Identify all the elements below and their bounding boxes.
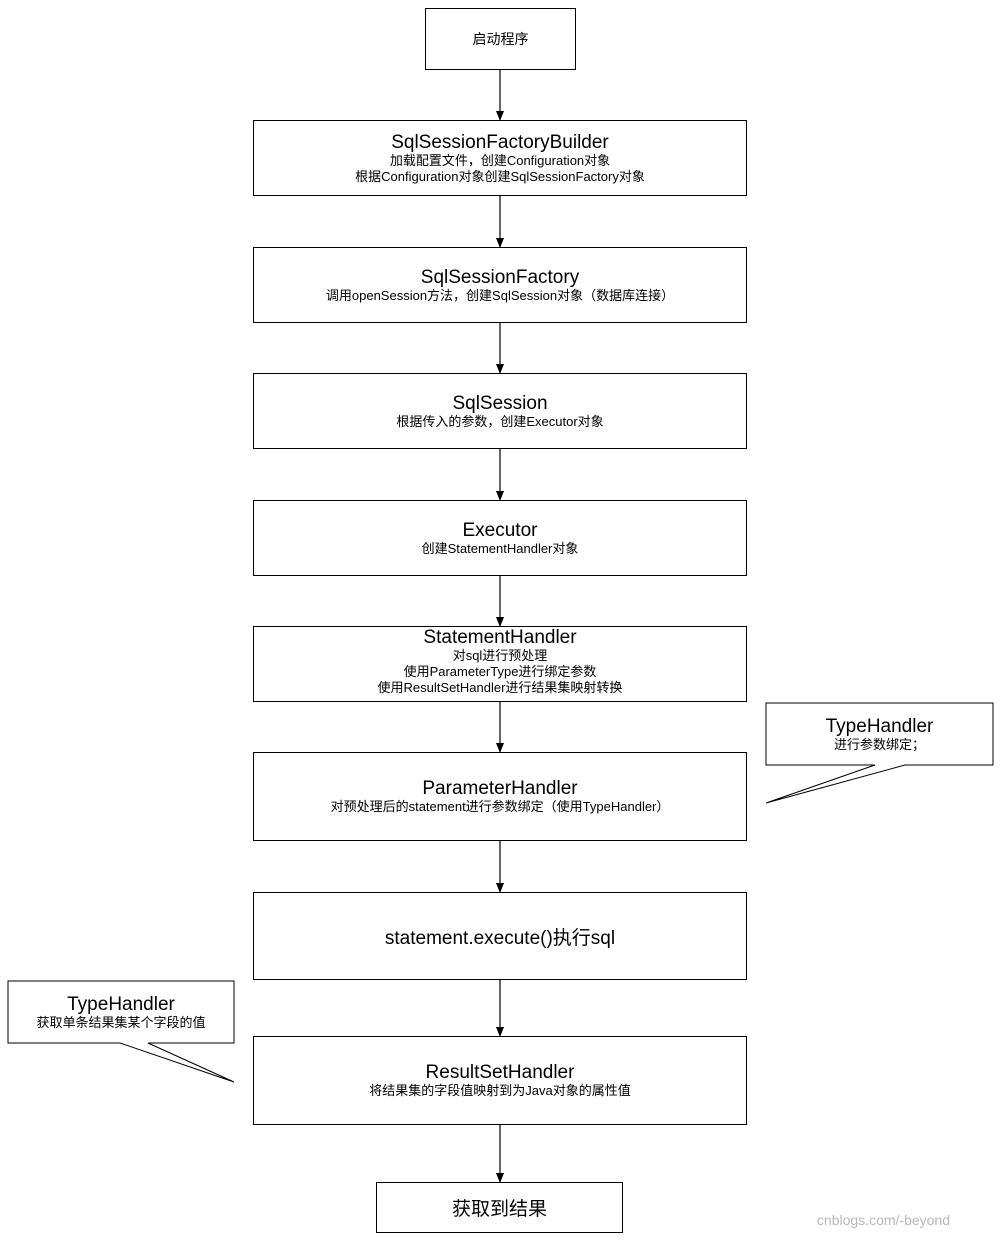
node-statement-execute-title: statement.execute()执行sql	[384, 927, 616, 949]
node-sqlsessionfactory-line-1: 调用openSession方法，创建SqlSession对象（数据库连接）	[325, 287, 675, 303]
node-executor: Executor 创建StatementHandler对象	[253, 500, 747, 576]
node-sqlsessionfactorybuilder-title: SqlSessionFactoryBuilder	[391, 131, 609, 153]
callout-typehandler-bind-title: TypeHandler	[825, 715, 934, 737]
node-parameterhandler-line-1: 对预处理后的statement进行参数绑定（使用TypeHandler）	[330, 799, 670, 814]
node-sqlsessionfactory-title: SqlSessionFactory	[420, 266, 580, 288]
watermark: cnblogs.com/-beyond	[816, 1212, 950, 1228]
callout-bubble-right	[765, 702, 994, 804]
node-parameterhandler: ParameterHandler 对预处理后的statement进行参数绑定（使…	[253, 752, 747, 841]
node-parameterhandler-title: ParameterHandler	[422, 778, 578, 799]
node-sqlsessionfactory: SqlSessionFactory 调用openSession方法，创建SqlS…	[253, 247, 747, 323]
node-start-title: 启动程序	[472, 31, 529, 47]
node-resultsethandler-title: ResultSetHandler	[425, 1062, 575, 1083]
node-sqlsessionfactorybuilder-line-2: 根据Configuration对象创建SqlSessionFactory对象	[355, 168, 645, 184]
callout-typehandler-bind-line: 进行参数绑定；	[833, 736, 925, 752]
node-result: 获取到结果	[376, 1182, 623, 1233]
node-sqlsessionfactorybuilder-line-1: 加载配置文件，创建Configuration对象	[389, 152, 611, 168]
node-sqlsessionfactorybuilder: SqlSessionFactoryBuilder 加载配置文件，创建Config…	[253, 120, 747, 196]
callout-bubble-left	[7, 980, 235, 1083]
callout-typehandler-fetch-line: 获取单条结果集某个字段的值	[36, 1014, 206, 1030]
callout-typehandler-bind: TypeHandler 进行参数绑定；	[766, 703, 993, 765]
node-resultsethandler-line-1: 将结果集的字段值映射到为Java对象的属性值	[369, 1083, 631, 1098]
node-statementhandler-line-3: 使用ResultSetHandler进行结果集映射转换	[377, 680, 623, 695]
node-sqlsession: SqlSession 根据传入的参数，创建Executor对象	[253, 373, 747, 449]
node-resultsethandler: ResultSetHandler 将结果集的字段值映射到为Java对象的属性值	[253, 1036, 747, 1125]
node-statementhandler-line-2: 使用ParameterType进行绑定参数	[403, 664, 597, 679]
node-statementhandler-title: StatementHandler	[423, 627, 577, 648]
node-sqlsession-line-1: 根据传入的参数，创建Executor对象	[396, 413, 604, 429]
callout-typehandler-fetch-title: TypeHandler	[67, 993, 175, 1015]
node-statementhandler: StatementHandler 对sql进行预处理 使用ParameterTy…	[253, 626, 747, 702]
node-statement-execute: statement.execute()执行sql	[253, 892, 747, 980]
node-statementhandler-line-1: 对sql进行预处理	[452, 648, 548, 663]
node-executor-title: Executor	[462, 519, 538, 541]
node-start: 启动程序	[425, 8, 576, 70]
node-sqlsession-title: SqlSession	[452, 392, 548, 414]
node-result-title: 获取到结果	[451, 1199, 547, 1220]
node-executor-line-1: 创建StatementHandler对象	[421, 540, 579, 556]
callout-typehandler-fetch: TypeHandler 获取单条结果集某个字段的值	[8, 981, 234, 1043]
